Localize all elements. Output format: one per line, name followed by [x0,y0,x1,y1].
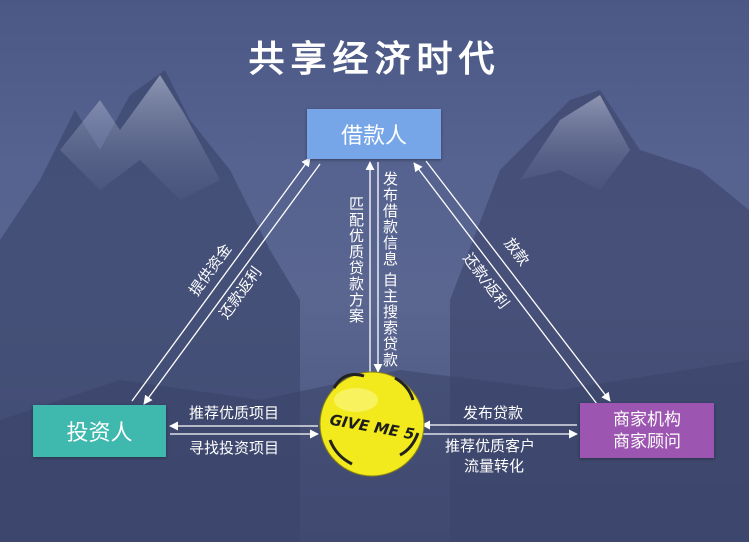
investor-label: 投资人 [66,421,133,446]
page-title: 共享经济时代 [248,39,501,80]
label-publish-borrow-info: 发布借款信息 [382,170,398,268]
arrow-merchant-to-borrower [413,162,598,405]
investor-node: 投资人 [33,405,166,457]
merchant-label-line2: 商家顾问 [613,431,681,452]
label-self-search-loan: 自主搜索贷款 [382,271,398,369]
arrow-investor-to-borrower [131,157,311,402]
label-find-projects: 寻找投资项目 [189,439,280,457]
borrower-label: 借款人 [340,124,407,149]
label-recommend-projects: 推荐优质项目 [189,404,280,422]
borrower-node: 借款人 [307,109,441,159]
label-match-quality-loan: 匹配优质贷款方案 [348,195,364,325]
arrow-borrower-to-investor [143,163,321,405]
label-recommend-clients: 推荐优质客户 [445,437,536,455]
label-publish-loan: 发布贷款 [463,404,524,422]
give-me-5-ball: GIVE ME 5 [319,371,425,477]
merchant-node: 商家机构 商家顾问 [580,403,714,458]
label-traffic-conversion: 流量转化 [464,457,525,475]
merchant-label-line1: 商家机构 [613,409,681,430]
arrow-borrower-to-merchant [425,160,611,402]
